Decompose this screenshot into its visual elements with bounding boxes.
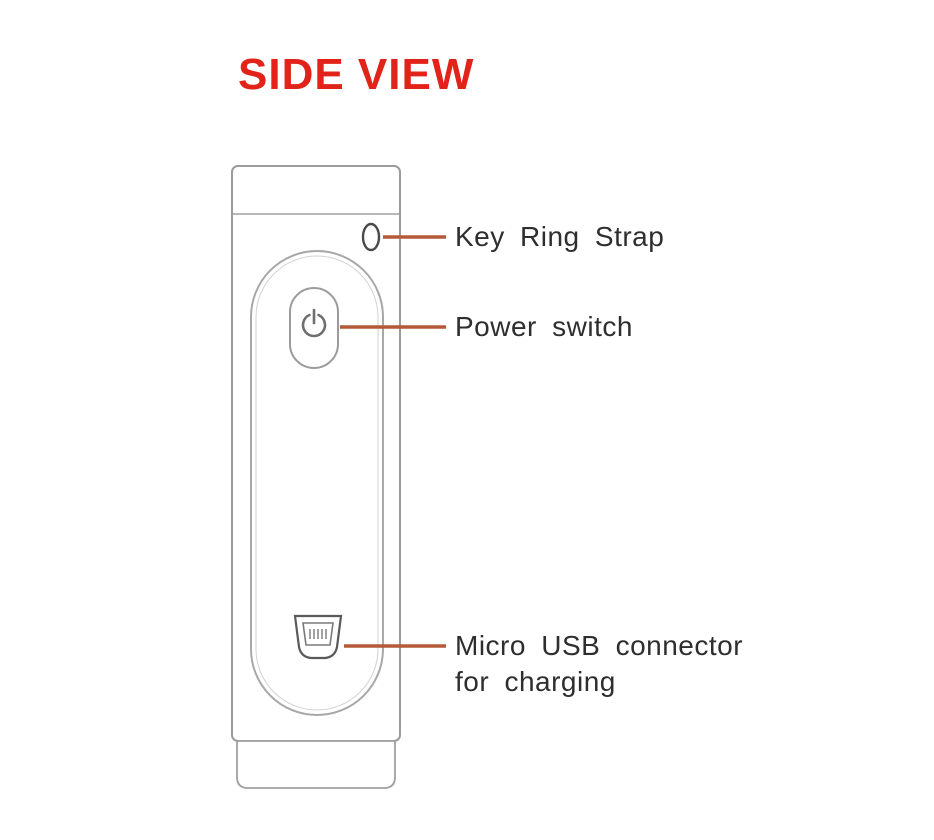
label-micro-usb: Micro USB connector for charging	[455, 628, 743, 700]
label-key-ring-strap: Key Ring Strap	[455, 221, 665, 252]
micro-usb-connector	[293, 614, 343, 660]
label-micro-usb-line2: for charging	[455, 666, 616, 697]
page-title: SIDE VIEW	[238, 50, 475, 99]
key-ring-strap-hole	[361, 222, 381, 252]
label-power-switch: Power switch	[455, 311, 633, 342]
label-micro-usb-line1: Micro USB connector	[455, 630, 744, 661]
device-face-panel	[250, 250, 384, 716]
power-switch-button	[289, 287, 339, 369]
device-face-panel-inner	[255, 255, 379, 711]
device-bottom-cap	[236, 740, 396, 789]
micro-usb-pins	[309, 629, 327, 639]
power-icon	[301, 308, 327, 338]
